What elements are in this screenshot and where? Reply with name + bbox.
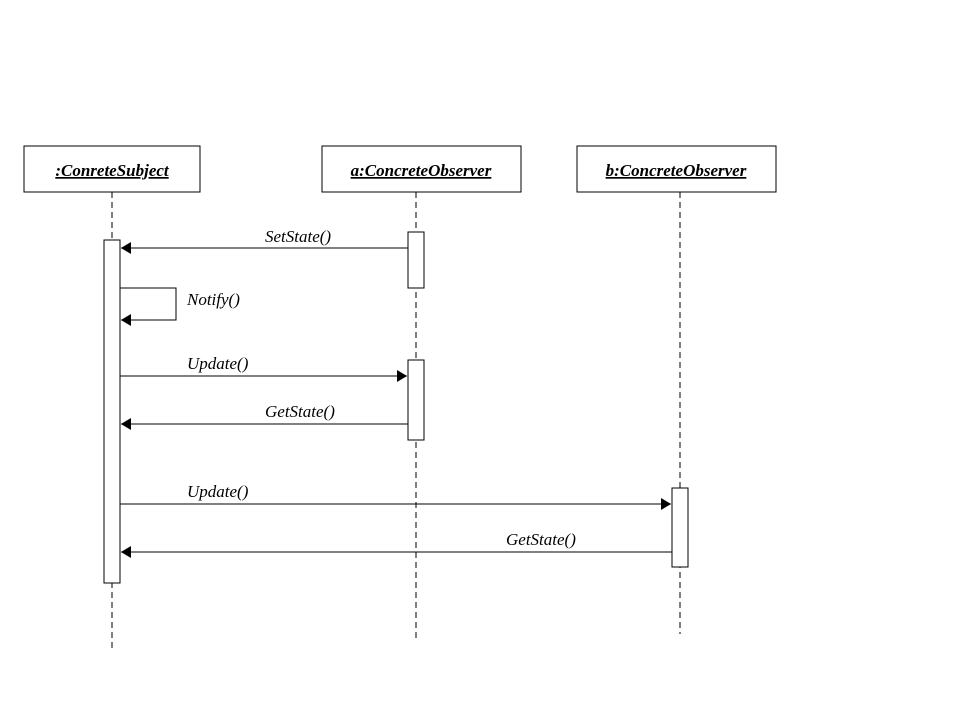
lifeline-subject-box bbox=[23, 145, 201, 193]
message-notify: Notify() bbox=[120, 287, 240, 326]
activation-obs-b bbox=[671, 487, 689, 568]
message-update-a-label: Update() bbox=[187, 354, 249, 373]
message-getstate-b: GetState() bbox=[121, 530, 672, 558]
activation-subject bbox=[103, 239, 121, 584]
activation-obs-a-1 bbox=[407, 231, 425, 289]
lifeline-obs-b: b:ConcreteObserver bbox=[576, 145, 777, 193]
message-update-b-label: Update() bbox=[187, 482, 249, 501]
message-getstate-a-label: GetState() bbox=[265, 402, 335, 421]
message-setstate: SetState() bbox=[121, 227, 408, 254]
message-getstate-b-label: GetState() bbox=[506, 530, 576, 549]
message-getstate-a: GetState() bbox=[121, 402, 408, 430]
lifeline-subject: :ConreteSubject bbox=[23, 145, 201, 193]
lifeline-obs-a-label: a:ConcreteObserver bbox=[351, 161, 492, 180]
message-notify-label: Notify() bbox=[186, 290, 240, 309]
message-setstate-label: SetState() bbox=[265, 227, 331, 246]
lifeline-subject-label: :ConreteSubject bbox=[55, 161, 170, 180]
message-update-a: Update() bbox=[120, 354, 407, 382]
lifeline-obs-a: a:ConcreteObserver bbox=[321, 145, 522, 193]
activation-obs-a-2 bbox=[407, 359, 425, 441]
lifeline-obs-b-label: b:ConcreteObserver bbox=[606, 161, 747, 180]
message-notify-arrow bbox=[120, 287, 177, 326]
lifeline-obs-b-box bbox=[576, 145, 777, 193]
lifeline-obs-a-box bbox=[321, 145, 522, 193]
message-update-b: Update() bbox=[120, 482, 671, 510]
